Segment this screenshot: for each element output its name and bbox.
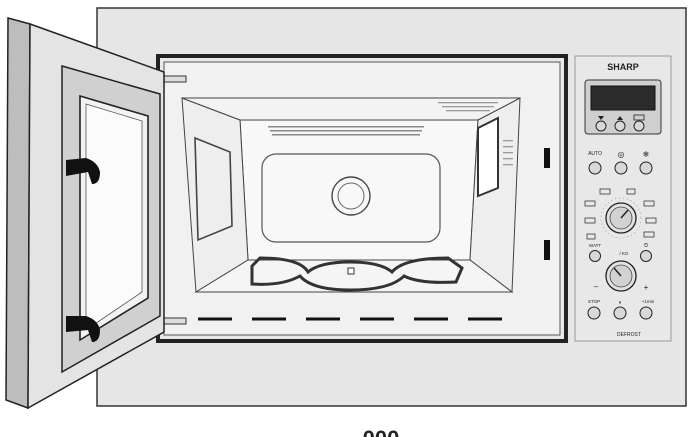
right-wall-vent bbox=[503, 140, 513, 166]
time-dial-pointer bbox=[613, 267, 622, 277]
timer-button[interactable] bbox=[640, 250, 652, 262]
back-wall-panel bbox=[261, 153, 441, 243]
back-wall-cover bbox=[331, 176, 371, 216]
latch-slot-bottom bbox=[544, 240, 550, 260]
sensor-icon: ◎ bbox=[618, 150, 625, 159]
mode-dial-ring bbox=[600, 197, 642, 239]
mode-dial-labels bbox=[584, 188, 657, 240]
pause-button[interactable] bbox=[613, 306, 627, 320]
cavity-ceiling bbox=[181, 97, 521, 121]
pause-icon: ⏸ bbox=[619, 300, 622, 306]
stop-label: STOP bbox=[588, 299, 600, 304]
cavity-back-wall bbox=[239, 119, 479, 261]
watt-button[interactable] bbox=[589, 250, 601, 262]
grill-element bbox=[250, 256, 464, 292]
right-side-panel bbox=[477, 116, 499, 198]
dial-plus-label: + bbox=[644, 283, 649, 292]
latch-slot-top bbox=[544, 148, 550, 168]
defrost-label: DEFROST bbox=[617, 332, 641, 338]
kg-label: / KG bbox=[619, 251, 629, 256]
stop-button[interactable] bbox=[587, 306, 601, 320]
door-window-glass bbox=[85, 103, 143, 331]
ceiling-vent bbox=[268, 126, 424, 136]
sensor-button[interactable] bbox=[614, 161, 628, 175]
defrost-icon: ❄ bbox=[643, 150, 650, 159]
display-up-button[interactable] bbox=[614, 120, 626, 132]
start-button[interactable] bbox=[639, 306, 653, 320]
oven-door bbox=[5, 17, 165, 410]
door-edge bbox=[5, 17, 31, 410]
watt-label: WATT bbox=[589, 243, 601, 248]
control-panel: SHARP AUTO ◎ ❄ WATT bbox=[574, 55, 672, 342]
clock-button[interactable] bbox=[633, 120, 645, 132]
left-side-panel bbox=[194, 136, 233, 242]
dial-minus-label: – bbox=[594, 282, 599, 291]
start-plus-one-min-label: +1min bbox=[642, 299, 655, 304]
back-wall-cover-inner bbox=[337, 182, 365, 210]
timer-icon: ⏲ bbox=[644, 243, 649, 249]
display-screen bbox=[590, 85, 656, 111]
auto-label: AUTO bbox=[588, 151, 602, 157]
cavity-floor bbox=[194, 259, 514, 293]
clock-icon bbox=[633, 114, 645, 121]
door-latch-top bbox=[66, 158, 100, 184]
defrost-sensor-button[interactable] bbox=[639, 161, 653, 175]
display-down-button[interactable] bbox=[595, 120, 607, 132]
arrow-down-icon bbox=[598, 116, 604, 120]
turntable-coupler bbox=[347, 267, 355, 275]
auto-button[interactable] bbox=[588, 161, 602, 175]
footer-reference: 000 bbox=[363, 426, 400, 437]
mode-dial-pointer bbox=[620, 209, 629, 219]
top-right-vent bbox=[438, 102, 498, 112]
arrow-up-icon bbox=[617, 116, 623, 120]
brand-logo: SHARP bbox=[607, 62, 639, 72]
door-latch-bottom bbox=[66, 316, 100, 342]
